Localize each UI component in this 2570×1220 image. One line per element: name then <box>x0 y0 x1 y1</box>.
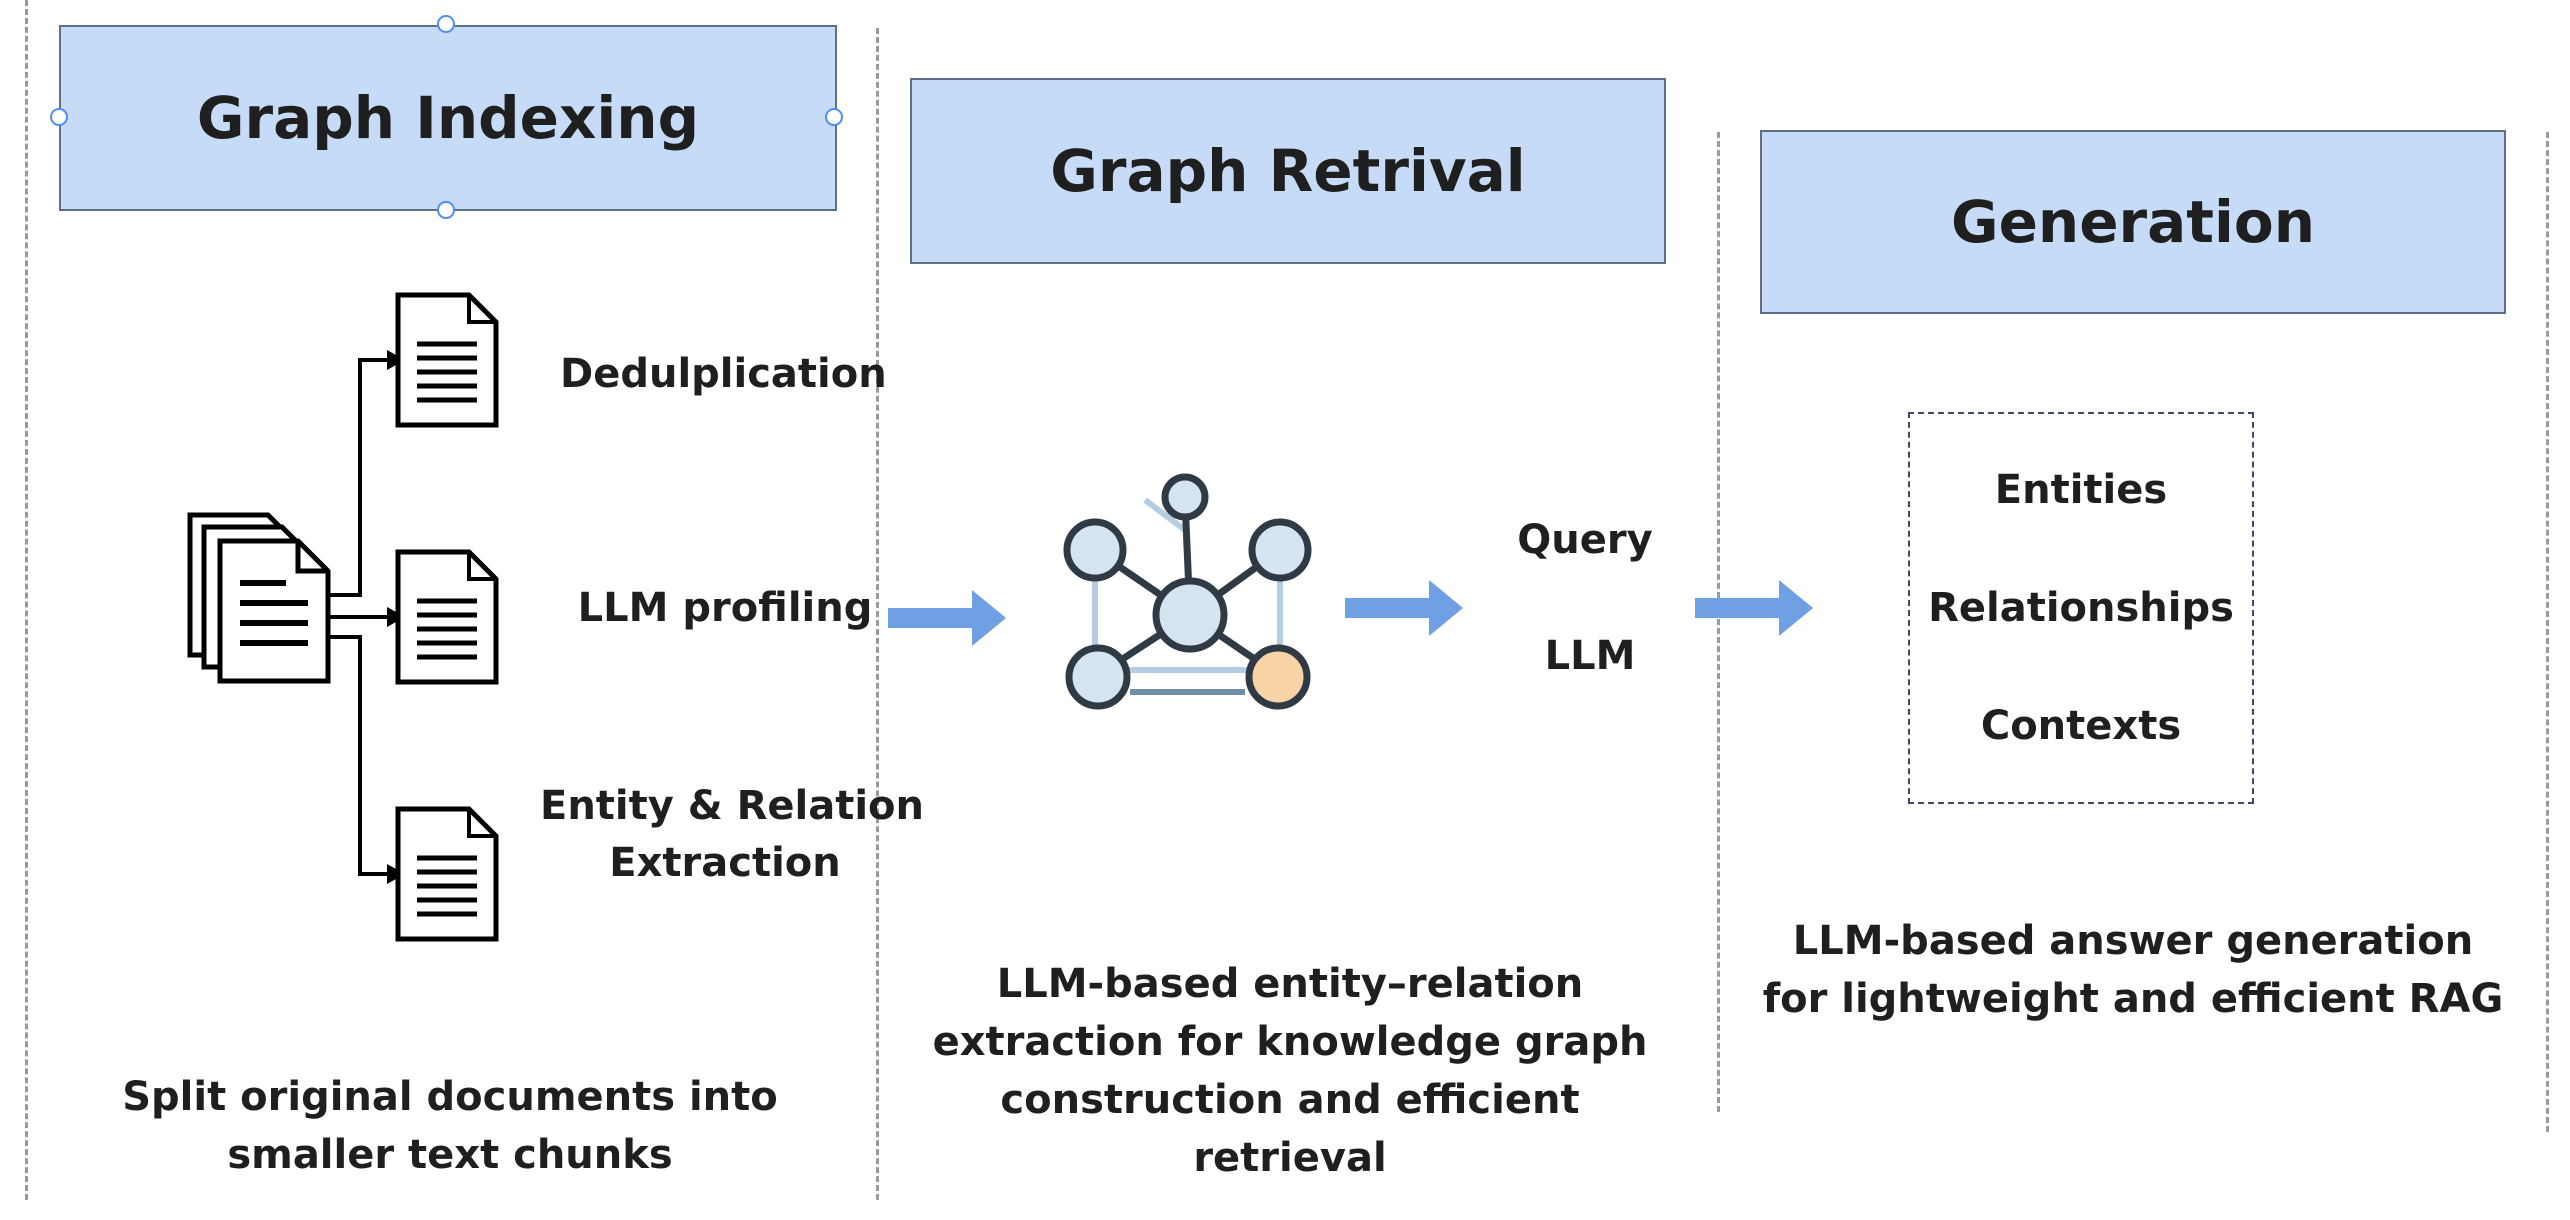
graph-node-top <box>1161 473 1209 521</box>
header-generation[interactable]: Generation <box>1760 130 2506 314</box>
generation-caption-line: LLM-based answer generation <box>1792 918 2474 964</box>
selection-handle-left[interactable] <box>50 108 68 126</box>
document-icon <box>395 549 499 685</box>
header-graph-retrieval[interactable]: Graph Retrival <box>910 78 1666 264</box>
context-box <box>1908 412 2254 804</box>
indexing-caption: Split original documents into smaller te… <box>80 1068 820 1184</box>
arrow-right-icon <box>1695 580 1813 636</box>
header-graph-indexing[interactable]: Graph Indexing <box>59 25 837 211</box>
selection-handle-bottom[interactable] <box>437 201 455 219</box>
document-icon <box>395 806 499 942</box>
generation-caption: LLM-based answer generation for lightwei… <box>1760 912 2506 1028</box>
context-contexts: Contexts <box>1980 703 2182 749</box>
knowledge-graph-icon <box>1063 473 1312 710</box>
llm-label: LLM <box>1544 633 1636 679</box>
branch-connectors <box>330 350 405 884</box>
graph-node-center <box>1152 577 1228 653</box>
graph-node-left <box>1063 518 1127 582</box>
indexing-caption-line: Split original documents into <box>122 1074 778 1120</box>
step-deduplication: Dedulplication <box>560 351 887 397</box>
arrow-right-icon <box>1345 580 1463 636</box>
retrieval-caption-line: extraction for knowledge graph <box>932 1019 1648 1065</box>
document-icon <box>395 292 499 428</box>
step-llm-profiling: LLM profiling <box>577 585 873 631</box>
separator-retrieval-generation <box>1717 132 1720 1112</box>
arrow-right-icon <box>888 590 1006 646</box>
header-generation-label: Generation <box>1950 188 2316 256</box>
indexing-caption-line: smaller text chunks <box>227 1132 673 1178</box>
generation-caption-line: for lightweight and efficient RAG <box>1762 976 2504 1022</box>
context-entities: Entities <box>1994 467 2168 513</box>
step-extraction: Extraction <box>609 840 841 886</box>
selection-handle-right[interactable] <box>825 108 843 126</box>
retrieval-caption: LLM-based entity–relation extraction for… <box>900 955 1680 1187</box>
header-graph-indexing-label: Graph Indexing <box>196 84 700 152</box>
graph-node-bottom-right <box>1245 644 1311 710</box>
query-label: Query <box>1517 517 1653 563</box>
document-stack-icon <box>187 512 331 684</box>
selection-handle-top[interactable] <box>437 15 455 33</box>
separator-right <box>2546 132 2549 1132</box>
step-entity-relation: Entity & Relation <box>540 783 924 829</box>
header-graph-retrieval-label: Graph Retrival <box>1050 137 1526 205</box>
retrieval-caption-line: construction and efficient retrieval <box>1000 1077 1580 1181</box>
context-relationships: Relationships <box>1928 585 2234 631</box>
separator-indexing-retrieval <box>876 28 879 1200</box>
retrieval-caption-line: LLM-based entity–relation <box>996 961 1584 1007</box>
graph-node-right <box>1248 518 1312 582</box>
separator-left <box>25 0 28 1200</box>
graph-node-bottom-left <box>1065 644 1131 710</box>
